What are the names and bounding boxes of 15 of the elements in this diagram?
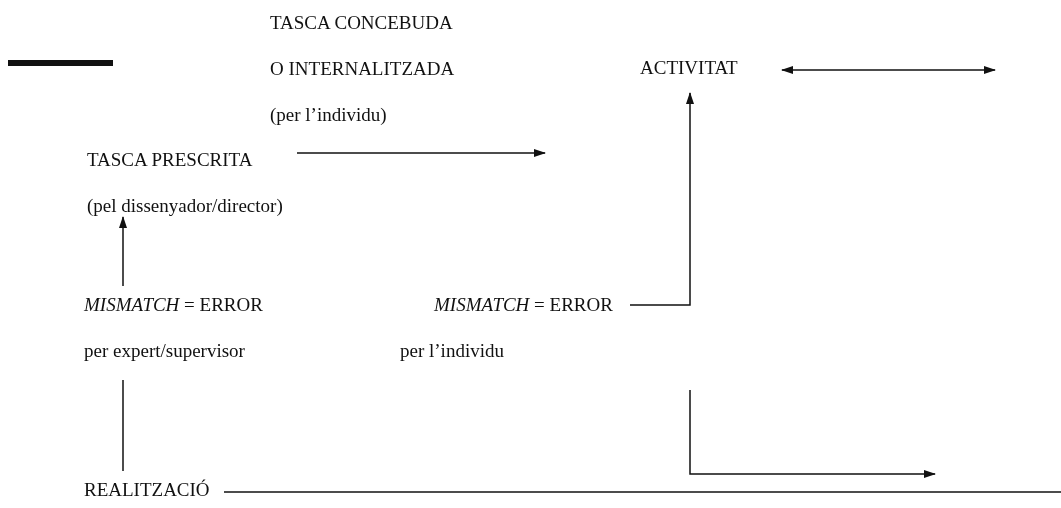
arrow: [629, 92, 694, 306]
connector-line: [122, 379, 124, 472]
node-text: per expert/supervisor: [84, 339, 246, 363]
node-text: ACTIVITAT: [640, 56, 739, 80]
node-text: TASCA PRESCRITA: [87, 148, 254, 172]
node-text: MISMATCH = ERROR: [433, 293, 614, 317]
connector-line: [223, 491, 1061, 493]
node-text: MISMATCH = ERROR: [84, 293, 264, 317]
node-text: (per l’individu): [270, 103, 388, 127]
arrow: [119, 216, 127, 287]
arrow: [296, 149, 546, 157]
node-text: per l’individu: [400, 339, 505, 363]
node-text: TASCA CONCEBUDA O INTERNALITZADA: [270, 11, 456, 81]
node-text: (pel dissenyador/director): [87, 194, 284, 218]
node-text: REALITZACIÓ: [84, 478, 211, 502]
